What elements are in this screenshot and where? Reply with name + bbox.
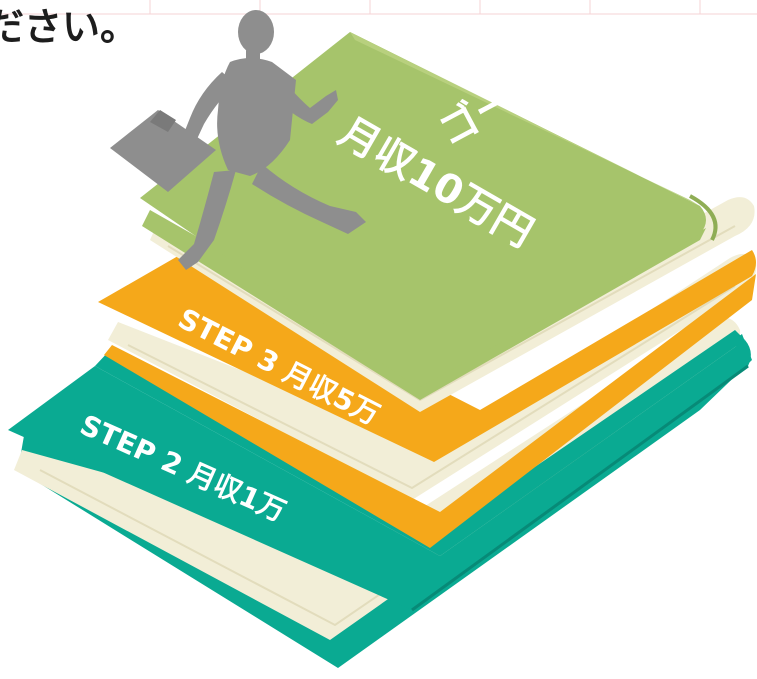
businessman-icon: [110, 10, 366, 270]
header-text: ださい。: [0, 5, 138, 49]
background-grid: [0, 0, 757, 15]
